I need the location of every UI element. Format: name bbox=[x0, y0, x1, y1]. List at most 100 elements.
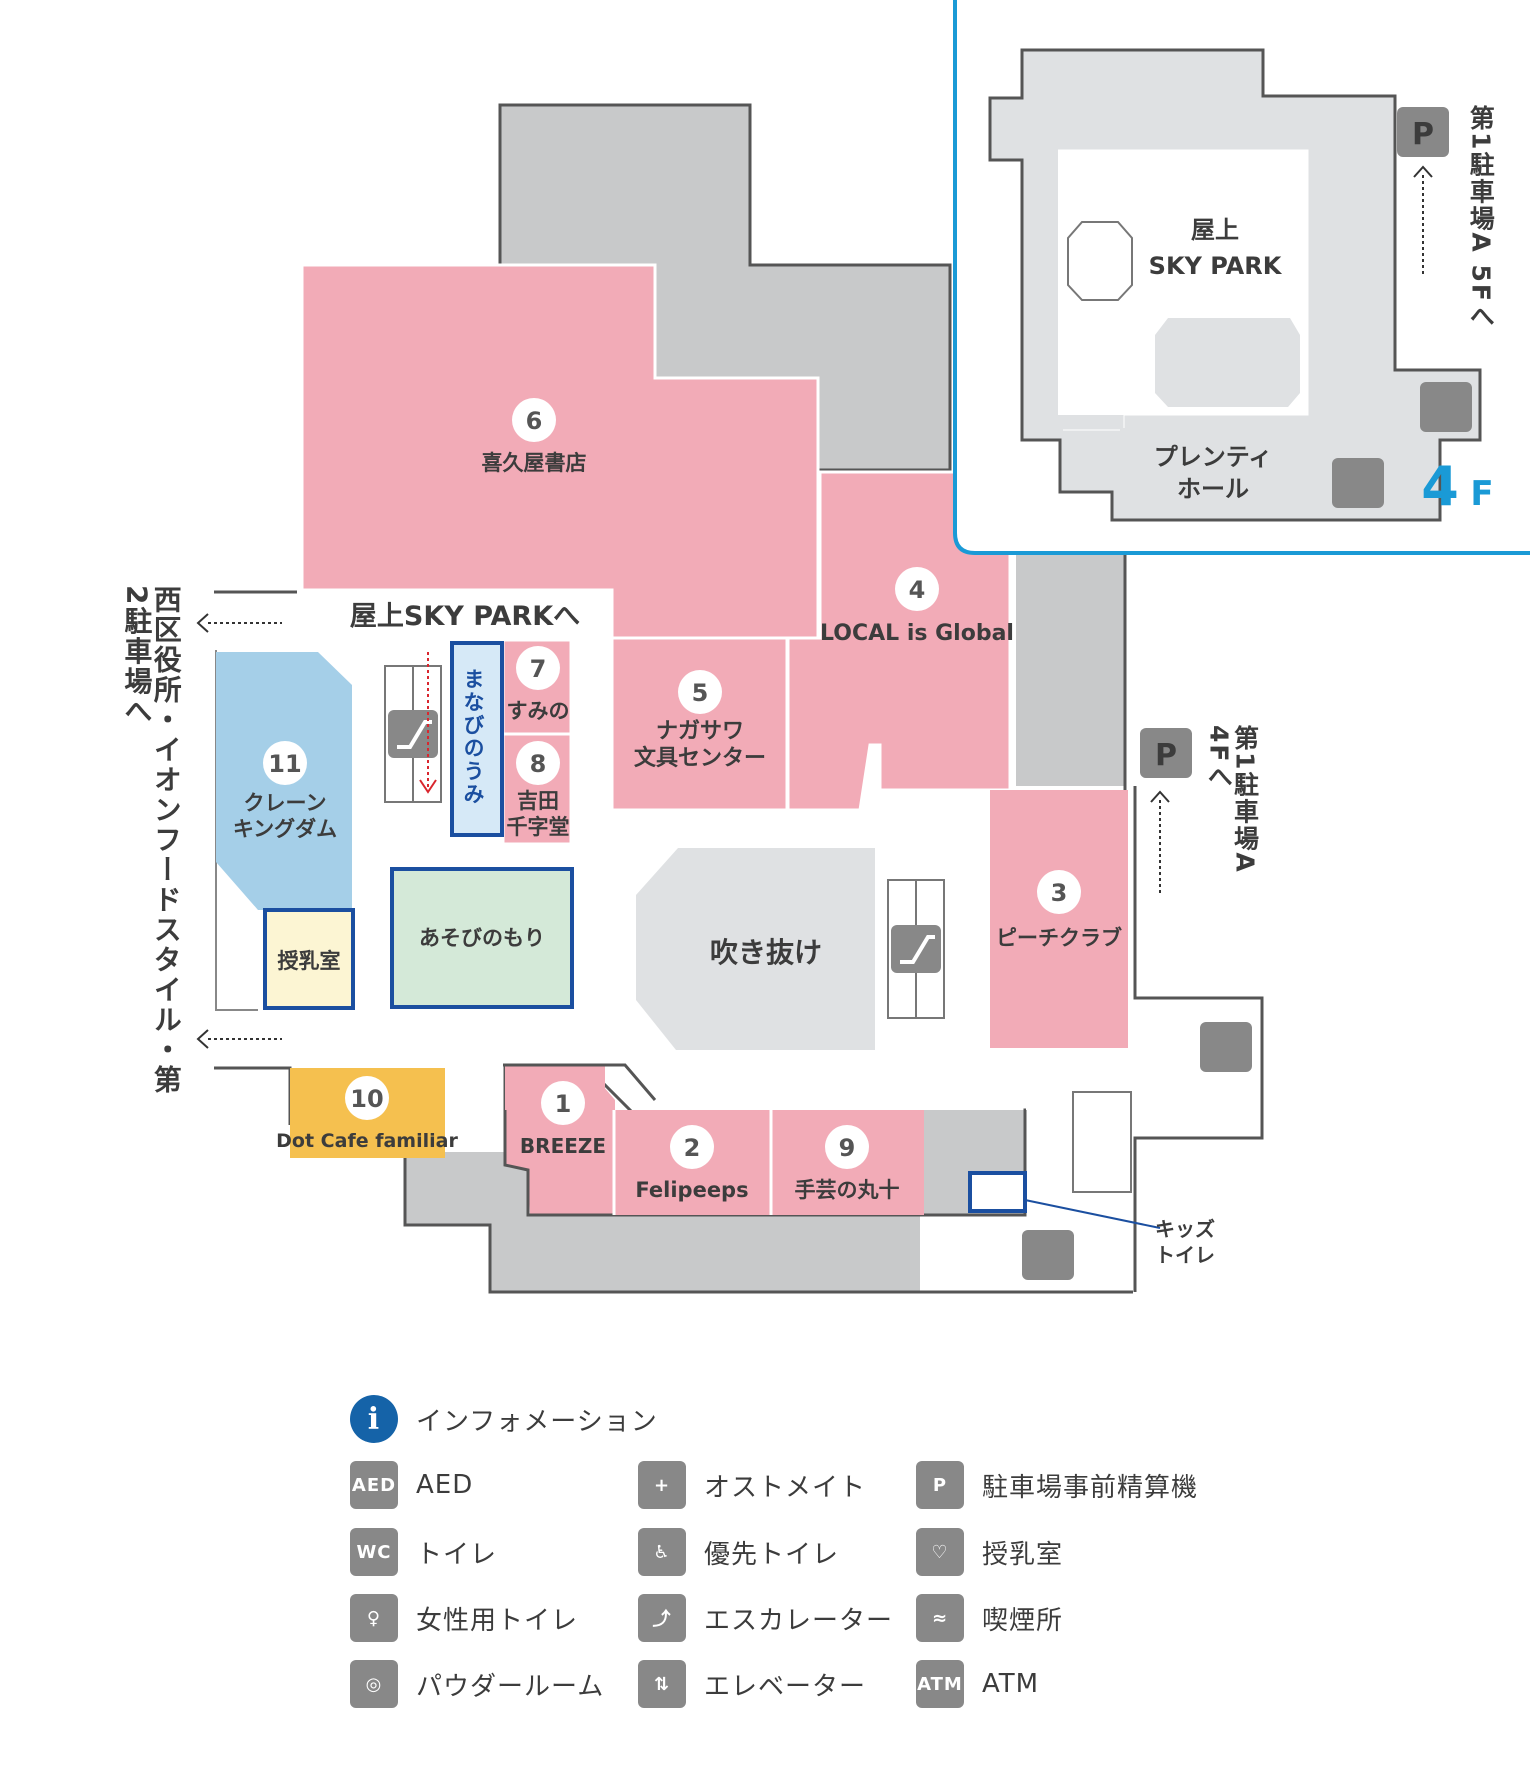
smoking-icon: ≈ bbox=[916, 1594, 964, 1642]
legend-label: 駐車場事前精算機 bbox=[982, 1472, 1199, 1503]
inset-plaza bbox=[1155, 318, 1300, 407]
floor-number: 4 bbox=[1421, 455, 1459, 518]
floor-suffix: F bbox=[1470, 474, 1493, 514]
legend-label: 喫煙所 bbox=[982, 1605, 1064, 1636]
atm-icon: ATM bbox=[916, 1660, 964, 1708]
svg-text:P: P bbox=[1412, 117, 1434, 152]
inset-stairs bbox=[1067, 221, 1133, 301]
rooftop-label: 屋上 bbox=[1191, 216, 1239, 244]
toilet-icon bbox=[1022, 1230, 1074, 1280]
legend-label: トイレ bbox=[416, 1539, 498, 1570]
womens-toilet-icon: ♀ bbox=[350, 1594, 398, 1642]
legend-label: 女性用トイレ bbox=[416, 1605, 579, 1636]
store-5-shape[interactable] bbox=[610, 636, 789, 812]
store-4-shape[interactable] bbox=[786, 470, 1012, 812]
store-7-number-badge bbox=[516, 646, 560, 690]
store-2-number-badge bbox=[670, 1125, 714, 1169]
store-8-name: 吉田 bbox=[517, 789, 559, 813]
legend-item: ⇅エレベーター bbox=[638, 1660, 866, 1708]
play-forest-area[interactable] bbox=[390, 867, 574, 1009]
inset-parking-direction[interactable]: 第1駐車場A 5Fへ bbox=[1466, 105, 1496, 330]
kids-toilet-line2: トイレ bbox=[1155, 1243, 1215, 1267]
legend-label: パウダールーム bbox=[416, 1671, 605, 1702]
store-3-number: 3 bbox=[1051, 879, 1068, 907]
left-exit-direction[interactable]: 西区役所・イオンフードスタイル・第2駐車場へ bbox=[120, 585, 183, 1095]
elevator-icon: ⇅ bbox=[638, 1660, 686, 1708]
legend-item: ≈ 喫煙所 bbox=[916, 1594, 1063, 1642]
play-forest-label: あそびのもり bbox=[419, 926, 545, 950]
ostomate-icon: + bbox=[638, 1461, 686, 1509]
elevator-icon bbox=[1200, 1022, 1252, 1072]
legend-label: AED bbox=[416, 1470, 474, 1500]
toilet-icon bbox=[1332, 458, 1384, 508]
elevator-icon bbox=[1420, 382, 1472, 432]
store-2-number: 2 bbox=[684, 1134, 701, 1162]
store-9-name: 手芸の丸十 bbox=[795, 1178, 900, 1202]
aed-icon: AED bbox=[350, 1461, 398, 1509]
store-6-number-badge bbox=[512, 398, 556, 442]
legend-item: ♡ 授乳室 bbox=[916, 1528, 1063, 1576]
store-11-name: クレーン bbox=[244, 791, 327, 815]
kids-toilet-area[interactable] bbox=[968, 1171, 1027, 1213]
back-area-right-column bbox=[1016, 548, 1126, 786]
store-8-number-badge bbox=[516, 741, 560, 785]
store-11-number: 11 bbox=[268, 750, 301, 778]
store-7-number: 7 bbox=[530, 655, 547, 683]
legend-item: i インフォメーション bbox=[350, 1395, 658, 1443]
legend-label: ATM bbox=[982, 1669, 1040, 1699]
learning-sea-label: まなびのうみ bbox=[461, 668, 486, 806]
nursing-room-label: 授乳室 bbox=[278, 949, 341, 973]
legend-label: 授乳室 bbox=[982, 1539, 1064, 1570]
store-3-name: ピーチクラブ bbox=[996, 926, 1122, 950]
parking-payment-icon: P bbox=[916, 1461, 964, 1509]
escalator-icon bbox=[388, 710, 438, 758]
legend-label: エスカレーター bbox=[704, 1605, 894, 1636]
store-7-name: すみの bbox=[507, 699, 570, 723]
store-9-number: 9 bbox=[839, 1134, 856, 1162]
store-10-number: 10 bbox=[350, 1085, 383, 1113]
store-5-name: ナガサワ bbox=[656, 719, 744, 744]
store-1-number-badge bbox=[541, 1081, 585, 1125]
store-5-name-line2: 文具センター bbox=[634, 745, 766, 771]
store-9-number-badge bbox=[825, 1125, 869, 1169]
legend-label: 優先トイレ bbox=[704, 1539, 840, 1570]
parking-icon bbox=[1140, 728, 1192, 778]
store-1-number: 1 bbox=[555, 1090, 572, 1118]
escalator-icon: ⤴ bbox=[638, 1594, 686, 1642]
store-5-number: 5 bbox=[692, 679, 709, 707]
store-4-number: 4 bbox=[909, 576, 926, 604]
store-2-name: Felipeeps bbox=[635, 1178, 748, 1202]
store-3-shape[interactable] bbox=[990, 790, 1128, 1048]
store-11-name-line2: キングダム bbox=[233, 817, 337, 841]
legend-item: ♿ 優先トイレ bbox=[638, 1528, 839, 1576]
hall-label-line2: ホール bbox=[1177, 475, 1249, 503]
store-11-number-badge bbox=[263, 741, 307, 785]
legend-label: オストメイト bbox=[704, 1472, 867, 1503]
store-8-name-line2: 千字堂 bbox=[507, 815, 570, 839]
right-parking-direction[interactable]: 第1駐車場A 4Fへ bbox=[1204, 725, 1260, 874]
accessible-toilet-icon: ♿ bbox=[638, 1528, 686, 1576]
back-area-bottom bbox=[405, 1110, 1025, 1292]
stairs bbox=[1072, 1091, 1132, 1193]
store-3-number-badge bbox=[1037, 870, 1081, 914]
learning-sea-area[interactable] bbox=[450, 641, 504, 837]
nursing-room-icon: ♡ bbox=[916, 1528, 964, 1576]
legend-item: ♀ 女性用トイレ bbox=[350, 1594, 578, 1642]
rooftop-label-line2: SKY PARK bbox=[1149, 252, 1283, 280]
atrium-label: 吹き抜け bbox=[710, 936, 822, 969]
store-1-name: BREEZE bbox=[520, 1134, 606, 1158]
sky-park-direction[interactable]: 屋上SKY PARKへ bbox=[350, 601, 580, 632]
legend-item: P 駐車場事前精算機 bbox=[916, 1461, 1198, 1509]
legend-item: WC トイレ bbox=[350, 1528, 497, 1576]
toilet-icon: WC bbox=[350, 1528, 398, 1576]
powder-room-icon: ◎ bbox=[350, 1660, 398, 1708]
store-6-name: 喜久屋書店 bbox=[482, 451, 587, 475]
nursing-room-area[interactable] bbox=[263, 908, 355, 1010]
store-8-number: 8 bbox=[530, 750, 547, 778]
information-icon: i bbox=[350, 1395, 398, 1443]
escalator-icon bbox=[891, 925, 941, 973]
legend-label: インフォメーション bbox=[416, 1406, 658, 1437]
store-4-number-badge bbox=[895, 567, 939, 611]
